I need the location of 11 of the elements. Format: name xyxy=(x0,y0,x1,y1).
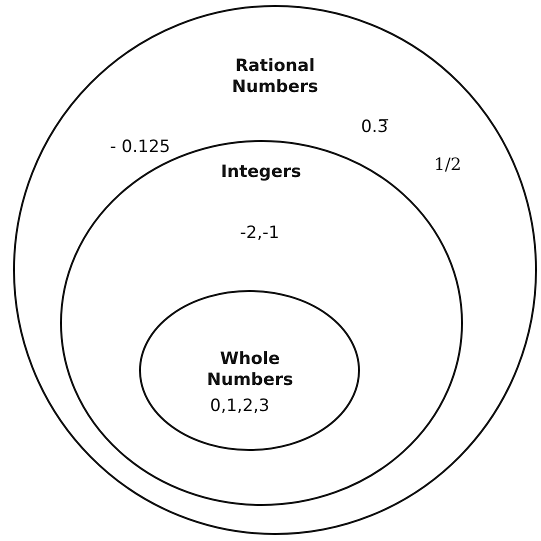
set-circle xyxy=(60,140,463,506)
set-name: Whole Numbers xyxy=(206,349,294,391)
number-label: 1/2 xyxy=(434,155,462,176)
set-name: Rational Numbers xyxy=(230,56,320,98)
number-label: - 0.125 xyxy=(110,137,170,158)
number-label: 0,1,2,3 xyxy=(210,396,270,417)
set-name: Integers xyxy=(220,162,302,183)
number-label: -2,-1 xyxy=(240,223,280,244)
number-label: 0.3̅ xyxy=(361,117,388,138)
set-circle xyxy=(139,290,360,451)
set-circle xyxy=(13,5,537,535)
